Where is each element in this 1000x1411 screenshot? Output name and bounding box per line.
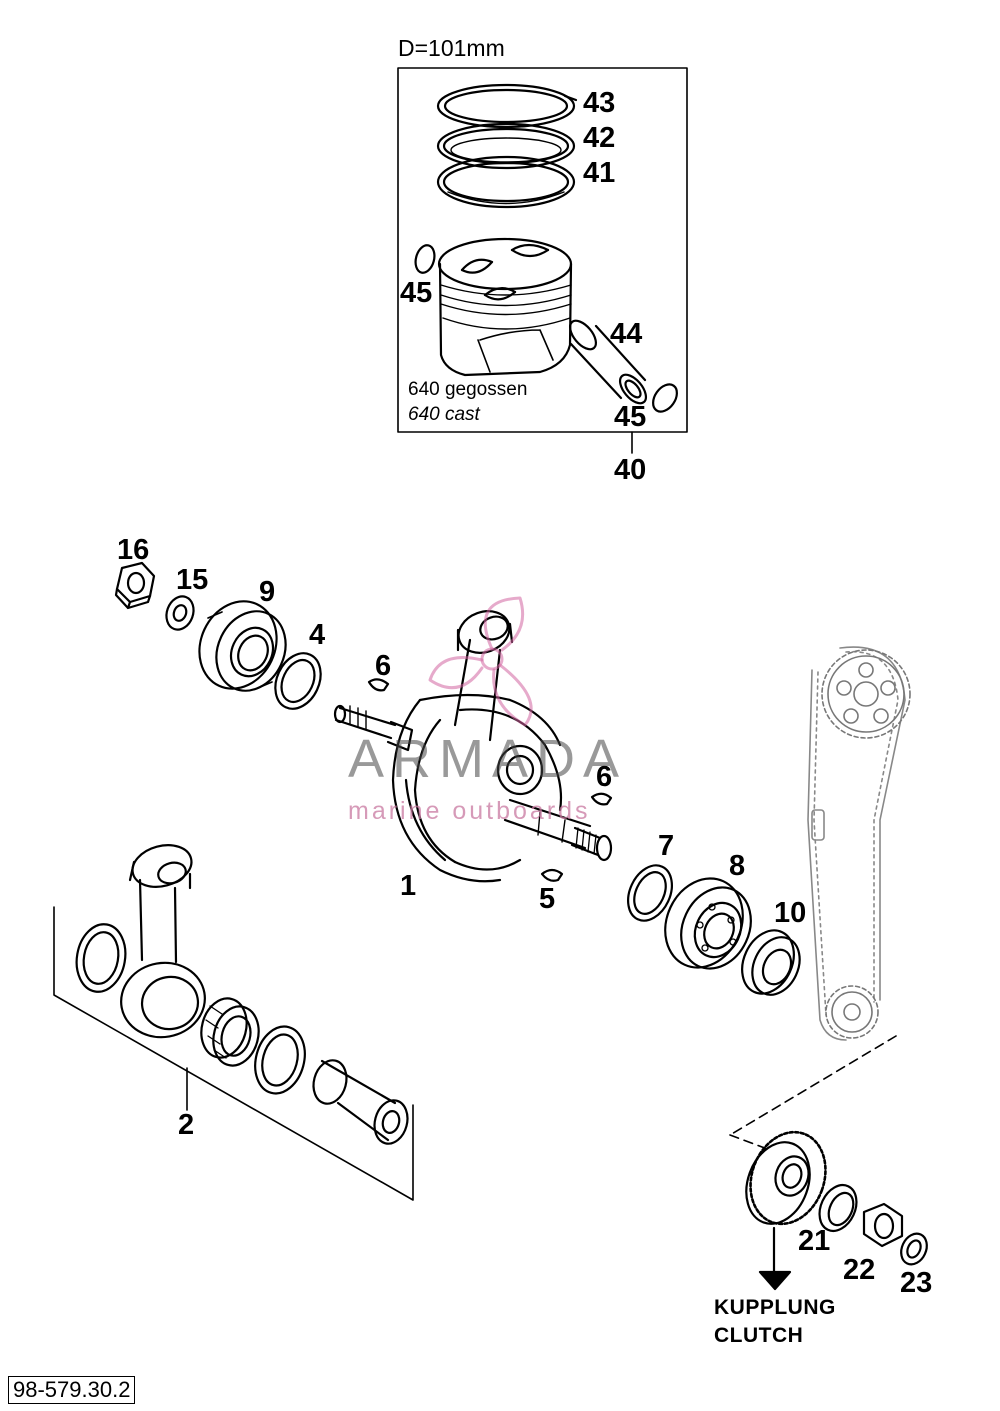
washer-icon [818, 1183, 858, 1233]
ball-bearing-icon [198, 600, 287, 692]
callout-21: 21 [798, 1225, 831, 1257]
connecting-rod-kit-bracket [53, 906, 414, 1201]
woodruff-key-icon [367, 678, 390, 692]
sprocket-icon [821, 649, 911, 739]
woodruff-key-icon [540, 868, 564, 882]
crank-pin-icon [312, 1059, 409, 1145]
piston-note-english: 640 cast [408, 404, 480, 425]
piston-note-german: 640 gegossen [408, 379, 528, 400]
nut-icon [862, 1202, 904, 1248]
callout-10: 10 [774, 897, 807, 929]
callout-4: 4 [309, 619, 326, 651]
callout-22: 22 [843, 1254, 876, 1286]
oil-seal-icon [741, 929, 801, 996]
callout-16: 16 [117, 534, 150, 566]
callout-15: 15 [176, 564, 209, 596]
crankshaft-icon [333, 610, 613, 883]
woodruff-key-icon [590, 792, 613, 806]
callout-42: 42 [583, 122, 616, 154]
piston-icon [437, 237, 573, 377]
drawing-number: 98-579.30.2 [8, 1376, 136, 1405]
callout-6-right: 6 [596, 761, 613, 793]
callout-23: 23 [900, 1267, 933, 1299]
callout-1: 1 [400, 870, 417, 902]
nut-icon [114, 561, 156, 610]
clutch-label-german: KUPPLUNG [714, 1296, 836, 1319]
washer-icon [627, 864, 673, 922]
sprocket-icon [825, 985, 879, 1039]
washer-icon [254, 1025, 306, 1095]
connecting-rod-icon [120, 844, 206, 1039]
watermark-subtitle: marine outboards [348, 797, 591, 825]
clutch-label-english: CLUTCH [714, 1324, 804, 1347]
callout-7: 7 [658, 830, 675, 862]
washer-icon [165, 595, 195, 631]
clutch-direction-arrow [758, 1226, 792, 1291]
gear-icon [745, 1130, 827, 1226]
piston-kit-frame [397, 67, 688, 433]
circlip-icon [652, 383, 678, 413]
ball-bearing-icon [664, 877, 752, 970]
callout-2: 2 [178, 1109, 195, 1141]
piston-ring-icon [436, 83, 578, 129]
piston-pin-icon [568, 319, 648, 405]
circlip-icon [414, 244, 436, 274]
timing-chain-icon [807, 646, 906, 1041]
callout-44: 44 [610, 318, 643, 350]
washer-icon [75, 923, 127, 993]
washer-icon [274, 652, 322, 710]
callout-6-top: 6 [375, 650, 392, 682]
piston-ring-icon [436, 122, 576, 170]
callout-9: 9 [259, 576, 276, 608]
assembly-dash-line [729, 1035, 897, 1151]
callout-41: 41 [583, 157, 616, 189]
watermark-logo [428, 596, 533, 727]
needle-bearing-icon [200, 997, 260, 1067]
callout-43: 43 [583, 87, 616, 119]
callout-40: 40 [614, 454, 647, 486]
callout-8: 8 [729, 850, 746, 882]
callout-45-right: 45 [614, 401, 647, 433]
callout-45-left: 45 [400, 277, 433, 309]
piston-diameter-label: D=101mm [398, 35, 505, 61]
piston-ring-icon [436, 155, 576, 209]
washer-icon [900, 1232, 928, 1266]
callout-5: 5 [539, 883, 556, 915]
watermark-title: ARMADA [348, 729, 628, 789]
